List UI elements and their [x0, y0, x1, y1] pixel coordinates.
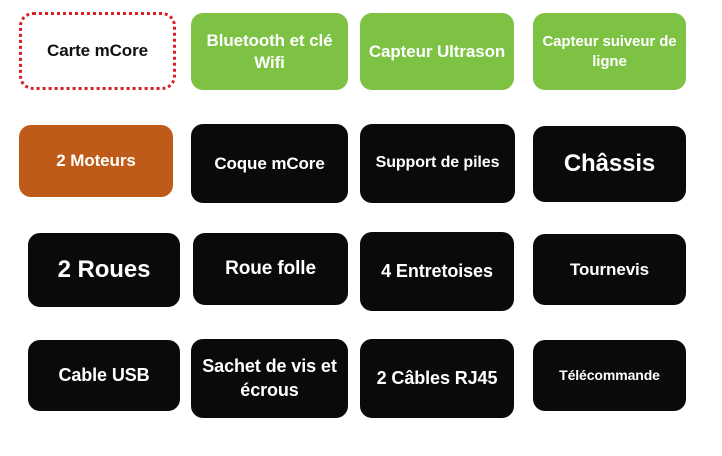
card-2-moteurs[interactable]: 2 Moteurs [19, 125, 173, 197]
card-support-de-piles[interactable]: Support de piles [360, 124, 515, 203]
card-capteur-ultrason[interactable]: Capteur Ultrason [360, 13, 514, 90]
card-label: Sachet de vis et écrous [202, 356, 337, 400]
card-label: Coque mCore [214, 153, 325, 173]
card-label: Châssis [563, 149, 656, 177]
card-label: Support de piles [375, 154, 500, 172]
card-carte-mcore[interactable]: Carte mCore [19, 12, 176, 90]
card-label: Capteur Ultrason [368, 41, 506, 61]
card-coque-mcore[interactable]: Coque mCore [191, 124, 348, 203]
card-sachet-de-vis-et-ecrous[interactable]: Sachet de vis et écrous [191, 339, 348, 418]
card-label: Capteur suiveur de ligne [542, 33, 677, 70]
card-chassis[interactable]: Châssis [533, 126, 686, 202]
card-telecommande[interactable]: Télécommande [533, 340, 686, 411]
card-label: 2 Moteurs [56, 151, 136, 171]
card-tournevis[interactable]: Tournevis [533, 234, 686, 305]
card-label: Tournevis [569, 259, 650, 279]
card-roue-folle[interactable]: Roue folle [193, 233, 348, 305]
card-2-roues[interactable]: 2 Roues [28, 233, 180, 307]
card-2-cables-rj45[interactable]: 2 Câbles RJ45 [360, 339, 514, 418]
card-4-entretoises[interactable]: 4 Entretoises [360, 232, 514, 311]
card-label: Télécommande [559, 366, 660, 383]
card-label: Carte mCore [47, 41, 148, 61]
card-label: 2 Câbles RJ45 [376, 367, 498, 388]
card-label: Cable USB [58, 364, 150, 385]
card-cable-usb[interactable]: Cable USB [28, 340, 180, 411]
card-bluetooth-cle-wifi[interactable]: Bluetooth et clé Wifi [191, 13, 348, 90]
card-label: 2 Roues [57, 255, 151, 283]
card-label: Roue folle [225, 257, 316, 279]
card-label: Bluetooth et clé Wifi [206, 30, 333, 72]
card-capteur-suiveur-de-ligne[interactable]: Capteur suiveur de ligne [533, 13, 686, 90]
card-label: 4 Entretoises [381, 260, 493, 281]
